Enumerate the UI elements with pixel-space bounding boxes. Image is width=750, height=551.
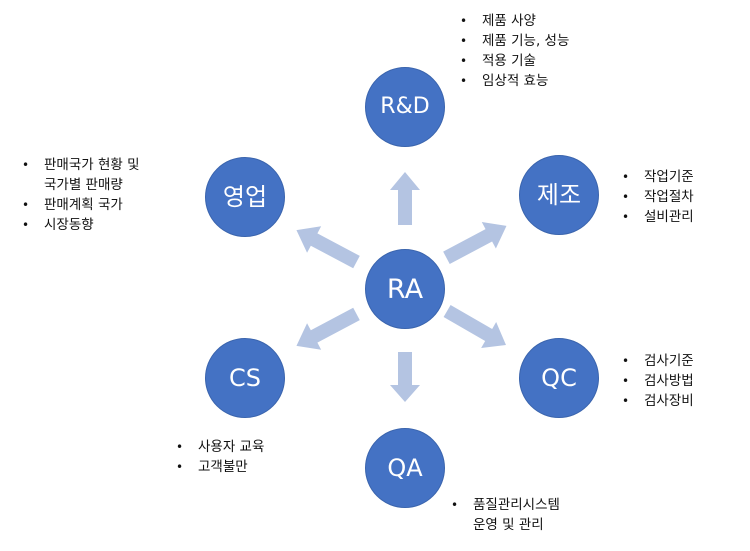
note-item: 시장동향 — [22, 215, 140, 235]
node-rnd: R&D — [365, 67, 445, 147]
notes-mfg: 작업기준 작업절차 설비관리 — [622, 167, 694, 227]
note-item: 작업절차 — [622, 187, 694, 207]
note-item: 고객불만 — [176, 457, 264, 477]
node-mfg-label: 제조 — [536, 181, 582, 209]
arrow-to-qc — [443, 304, 506, 348]
note-item: 검사장비 — [622, 391, 694, 411]
note-item: 임상적 효능 — [460, 71, 569, 91]
node-sales-label: 영업 — [222, 183, 268, 211]
node-qa-label: QA — [387, 454, 423, 482]
note-item: 제품 사양 — [460, 11, 569, 31]
node-cs-label: CS — [229, 364, 261, 392]
notes-qa: 품질관리시스템 운영 및 관리 — [451, 495, 560, 535]
note-item: 판매계획 국가 — [22, 195, 140, 215]
node-sales: 영업 — [205, 157, 285, 237]
note-item: 작업기준 — [622, 167, 694, 187]
note-item: 제품 기능, 성능 — [460, 31, 569, 51]
arrow-to-sales — [296, 226, 360, 269]
node-mfg: 제조 — [519, 155, 599, 235]
node-qc-label: QC — [541, 364, 577, 392]
notes-rnd: 제품 사양 제품 기능, 성능 적용 기술 임상적 효능 — [460, 11, 569, 91]
notes-cs: 사용자 교육 고객불만 — [176, 437, 264, 477]
notes-qc: 검사기준 검사방법 검사장비 — [622, 351, 694, 411]
note-item: 품질관리시스템 — [451, 495, 560, 515]
node-rnd-label: R&D — [380, 94, 430, 119]
notes-sales: 판매국가 현황 및 국가별 판매량 판매계획 국가 시장동향 — [22, 155, 140, 235]
note-item: 적용 기술 — [460, 51, 569, 71]
note-item-continuation: 국가별 판매량 — [44, 177, 123, 193]
node-qa: QA — [365, 428, 445, 508]
arrow-to-rnd — [390, 172, 420, 225]
node-ra-label: RA — [386, 273, 424, 305]
note-item: 설비관리 — [622, 207, 694, 227]
note-item: 검사기준 — [622, 351, 694, 371]
note-item: 판매국가 현황 및 — [22, 155, 140, 175]
arrow-to-qa — [390, 352, 420, 402]
node-ra: RA — [365, 249, 445, 329]
note-item: 사용자 교육 — [176, 437, 264, 457]
node-qc: QC — [519, 338, 599, 418]
arrow-to-cs — [296, 307, 360, 350]
node-cs: CS — [205, 338, 285, 418]
note-item-continuation: 운영 및 관리 — [473, 517, 544, 533]
arrow-to-mfg — [443, 222, 507, 265]
note-item: 검사방법 — [622, 371, 694, 391]
